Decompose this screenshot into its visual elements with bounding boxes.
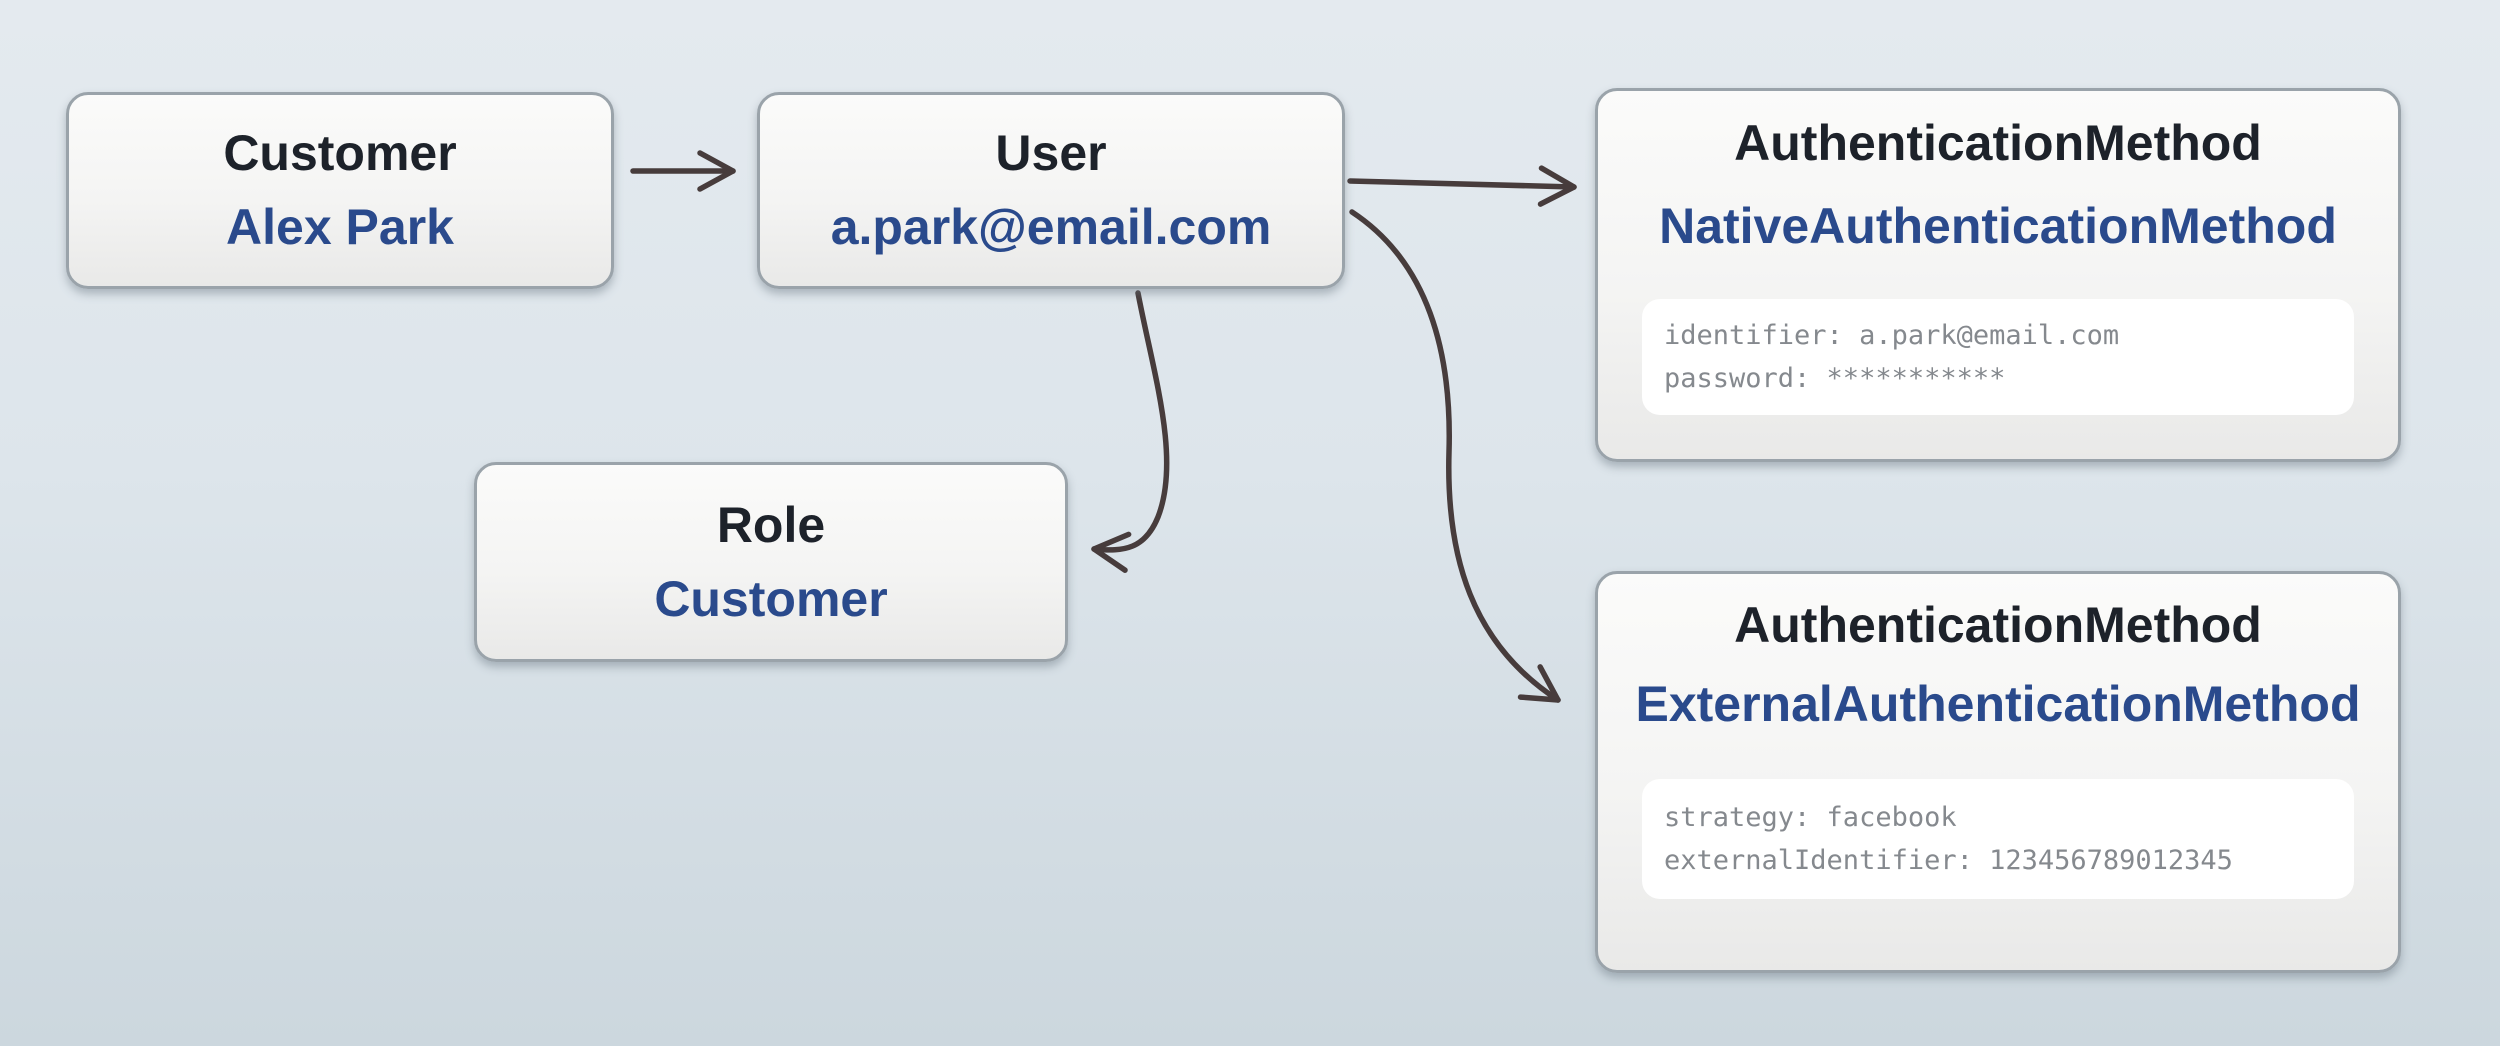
entity-user-title: User	[995, 125, 1107, 181]
entity-customer-value: Alex Park	[226, 199, 454, 255]
arrow-user-to-external-authentication-method	[1349, 209, 1561, 703]
entity-native-auth-value: NativeAuthenticationMethod	[1659, 198, 2337, 254]
entity-role-title: Role	[716, 497, 826, 553]
entity-user-value: a.park@email.com	[830, 199, 1272, 255]
entity-external-auth-properties: strategy: facebook externalIdentifier: 1…	[1642, 779, 2354, 899]
entity-external-authentication-method: AuthenticationMethod ExternalAuthenticat…	[1595, 571, 2401, 973]
entity-role: Role Customer	[474, 462, 1068, 662]
entity-native-authentication-method: AuthenticationMethod NativeAuthenticatio…	[1595, 88, 2401, 462]
entity-native-auth-title: AuthenticationMethod	[1734, 115, 2262, 171]
property-password: password: ***********	[1664, 363, 2006, 394]
arrow-user-to-native-authentication-method	[1347, 165, 1577, 207]
property-strategy: strategy: facebook	[1664, 802, 1957, 833]
entity-user: User a.park@email.com	[757, 92, 1345, 289]
entity-external-auth-title: AuthenticationMethod	[1734, 597, 2262, 653]
entity-customer-title: Customer	[223, 125, 457, 181]
entity-external-auth-value: ExternalAuthenticationMethod	[1635, 676, 2361, 732]
entity-native-auth-properties: identifier: a.park@email.com password: *…	[1642, 299, 2354, 415]
entity-customer: Customer Alex Park	[66, 92, 614, 289]
entity-role-value: Customer	[654, 571, 888, 627]
property-identifier: identifier: a.park@email.com	[1664, 320, 2120, 351]
property-external-identifier: externalIdentifier: 123456789012345	[1664, 845, 2233, 876]
arrow-user-to-role	[1091, 290, 1170, 573]
